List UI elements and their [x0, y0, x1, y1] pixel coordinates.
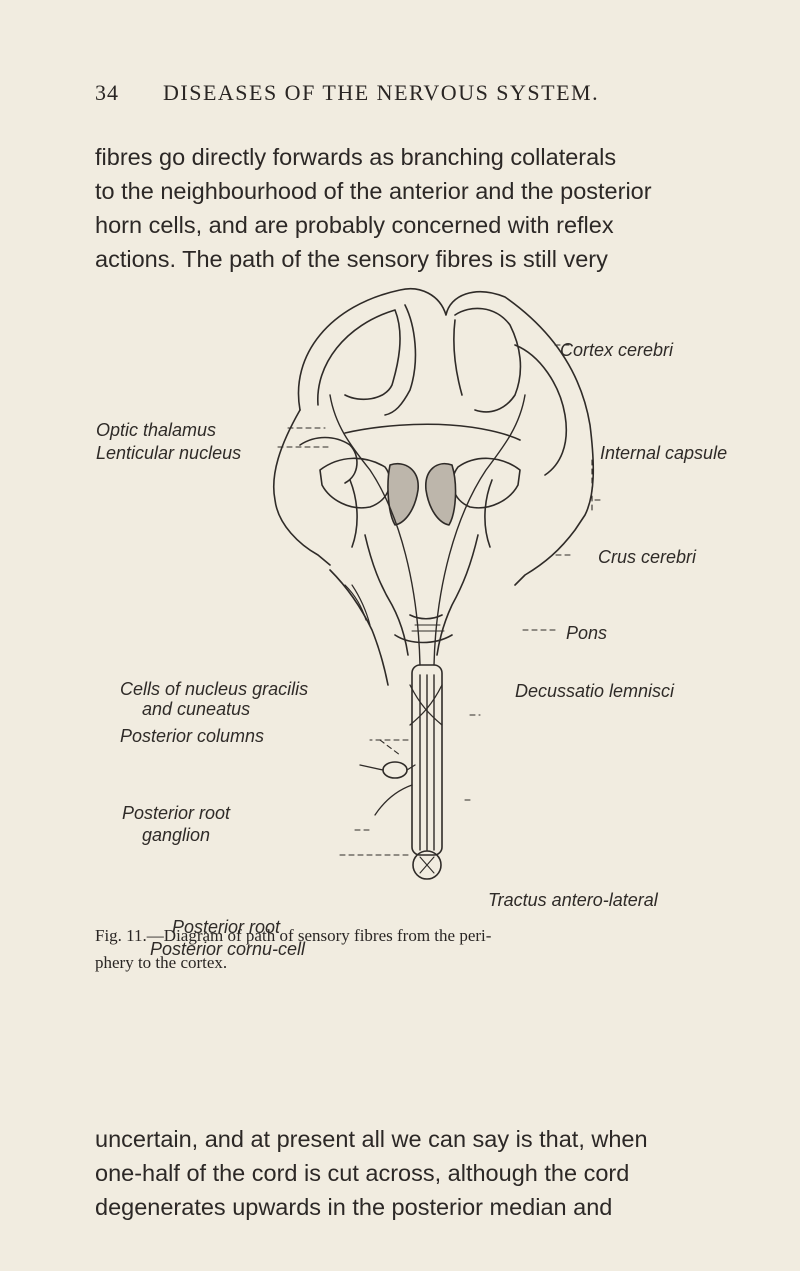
paragraph-top: fibres go directly forwards as branching… [95, 140, 745, 276]
label-decussatio: Decussatio lemnisci [515, 681, 675, 701]
text-line: one-half of the cord is cut across, alth… [95, 1160, 630, 1186]
posterior-columns-tract [419, 674, 428, 851]
gyrus-left-3 [299, 436, 358, 484]
root-fibres [359, 764, 416, 816]
midbrain-right [436, 534, 479, 656]
label-internal-capsule: Internal capsule [600, 443, 728, 463]
internal-capsule-right [484, 479, 493, 548]
cornu-fibres [419, 856, 435, 874]
label-lenticular-nucleus: Lenticular nucleus [96, 443, 242, 463]
label-posterior-columns: Posterior columns [120, 726, 265, 746]
root-ganglion [382, 761, 408, 779]
figure-sensory-pathway: Cortex cerebri Optic thalamus Lenticular… [0, 285, 800, 959]
lenticular-left [387, 463, 419, 526]
spinal-cord [411, 664, 443, 856]
cortex-outline [297, 288, 595, 586]
gyrus-left-2 [384, 304, 417, 416]
label-cells-nucleus: Cells of nucleus gracilis [120, 679, 309, 699]
leader-lines [277, 344, 601, 856]
sensory-path-left [329, 394, 421, 666]
label-pons: Pons [566, 623, 608, 643]
label-crus-cerebri: Crus cerebri [598, 547, 697, 567]
label-cells-nucleus-2: and cuneatus [142, 699, 251, 719]
sensory-path-right [433, 394, 526, 666]
label-posterior-cornu-cell: Posterior cornu-cell [150, 939, 306, 959]
text-line: fibres go directly forwards as branching… [95, 144, 617, 170]
gyrus-right-3 [514, 344, 568, 476]
decussation [409, 684, 443, 726]
gyrus-right [454, 307, 522, 413]
label-posterior-root-ganglion-2: ganglion [142, 825, 211, 845]
page-number: 34 [95, 80, 119, 105]
label-cortex: Cortex cerebri [560, 340, 674, 360]
label-posterior-root: Posterior root [172, 917, 281, 937]
corpus-callosum [344, 423, 521, 441]
cortex-outline-left [272, 409, 331, 566]
cerebellum-left-folia [344, 584, 371, 626]
brain-cord-diagram [272, 288, 601, 880]
label-tractus: Tractus antero-lateral [488, 890, 658, 910]
caption-line: phery to the cortex. [95, 953, 228, 972]
pons-outline [394, 614, 453, 644]
text-line: horn cells, and are probably concerned w… [95, 212, 614, 238]
paragraph-bottom: uncertain, and at present all we can say… [95, 1122, 745, 1224]
caption-line: Fig. 11.—Diagram of path of sensory fibr… [95, 926, 492, 945]
pons-hatch [411, 624, 445, 632]
midbrain-left [364, 534, 409, 656]
gyrus-left [317, 309, 401, 406]
running-header: 34 DISEASES OF THE NERVOUS SYSTEM. [95, 80, 715, 120]
figure-caption: Fig. 11.—Diagram of path of sensory fibr… [95, 922, 735, 976]
internal-capsule-left [349, 479, 358, 548]
running-title: DISEASES OF THE NERVOUS SYSTEM. [163, 80, 600, 105]
cerebellum-left [329, 569, 389, 686]
label-optic-thalamus: Optic thalamus [96, 420, 217, 440]
lenticular-right [425, 463, 457, 526]
text-line: uncertain, and at present all we can say… [95, 1126, 648, 1152]
text-line: to the neighbourhood of the anterior and… [95, 178, 652, 204]
gyrus-right-2 [453, 319, 463, 396]
text-line: actions. The path of the sensory fibres … [95, 246, 608, 272]
cornu-cell [412, 850, 442, 880]
label-posterior-root-ganglion: Posterior root [122, 803, 231, 823]
text-line: degenerates upwards in the posterior med… [95, 1194, 613, 1220]
